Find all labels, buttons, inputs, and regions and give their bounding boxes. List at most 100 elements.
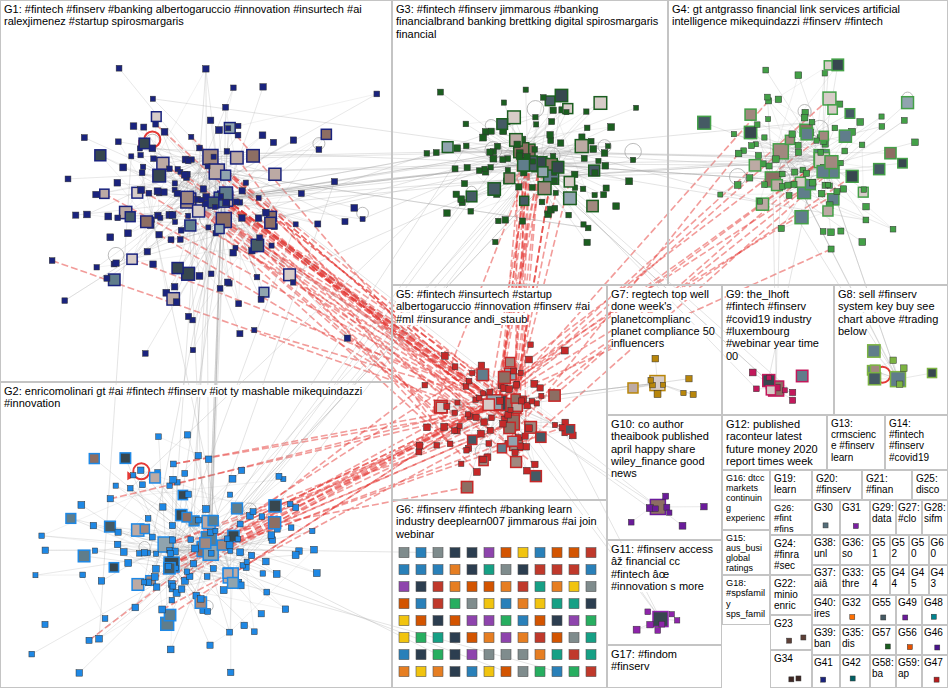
group-label: G27: #clo [898, 502, 920, 524]
vertex [181, 172, 188, 179]
vertex [513, 382, 519, 388]
vertex [601, 192, 607, 198]
vertex [698, 116, 711, 129]
vertex [520, 196, 529, 205]
inter-edge [211, 200, 222, 553]
vertex [587, 200, 598, 211]
vertex [228, 578, 239, 589]
vertex [545, 96, 555, 106]
vertex [626, 178, 633, 185]
vertex [145, 516, 151, 522]
intra-edge [230, 94, 377, 128]
vertex [780, 171, 786, 177]
vertex [416, 650, 426, 660]
vertex [252, 328, 257, 333]
vertex [652, 355, 659, 362]
vertex [934, 677, 939, 682]
vertex [139, 482, 145, 488]
vertex [138, 187, 145, 194]
inter-edge [211, 199, 226, 553]
vertex [151, 156, 157, 162]
group-label: G10: co author theaibook published april… [611, 418, 709, 479]
group-label: G30 [814, 502, 833, 513]
vertex [592, 170, 598, 176]
vertex [450, 548, 460, 558]
inter-edge [201, 164, 540, 602]
vertex [484, 650, 494, 660]
vertex [433, 548, 443, 558]
group-label: G46 [924, 627, 943, 638]
vertex [416, 449, 422, 455]
inter-edge [118, 177, 551, 218]
vertex [497, 444, 506, 453]
vertex [441, 352, 448, 359]
vertex [500, 157, 506, 163]
vertex [231, 85, 236, 90]
vertex [534, 122, 539, 127]
intra-edge [781, 160, 822, 228]
vertex [535, 565, 545, 575]
intra-edge [757, 125, 862, 145]
vertex [552, 650, 562, 660]
vertex [450, 667, 460, 677]
vertex [541, 95, 547, 101]
vertex [523, 87, 528, 92]
vertex [205, 609, 211, 615]
vertex [169, 597, 175, 603]
vertex [170, 537, 176, 543]
inter-edge [530, 164, 776, 389]
group-panel: G41 [812, 655, 840, 688]
vertex [561, 347, 568, 354]
vertex [217, 540, 227, 550]
vertex [537, 385, 543, 391]
inter-edge [237, 203, 462, 509]
vertex [424, 151, 430, 157]
vertex [818, 190, 825, 197]
group-panel: G29: data [870, 500, 896, 535]
vertex [646, 505, 653, 512]
group-panel: G43 [929, 565, 949, 595]
group-panel: G55 [870, 595, 896, 625]
vertex [468, 435, 477, 444]
vertex [232, 503, 243, 514]
vertex [535, 582, 545, 592]
group-label: G39: ban [814, 627, 836, 649]
vertex [89, 454, 99, 464]
vertex [501, 100, 506, 105]
vertex [450, 565, 460, 575]
vertex [452, 428, 458, 434]
vertex [749, 369, 756, 376]
vertex [845, 109, 855, 119]
vertex [581, 155, 587, 161]
vertex [484, 667, 494, 677]
vertex [262, 209, 269, 216]
vertex [237, 521, 243, 527]
vertex [454, 145, 461, 152]
vertex [907, 645, 912, 650]
vertex [450, 599, 460, 609]
vertex [243, 180, 248, 185]
vertex [467, 616, 477, 626]
vertex [528, 342, 534, 348]
intra-edge [162, 553, 210, 610]
vertex [602, 162, 609, 169]
inter-edge [773, 179, 898, 379]
group-panel: G23 [770, 615, 812, 650]
vertex [173, 299, 180, 306]
group-label: G54 [872, 567, 885, 589]
vertex [178, 586, 184, 592]
vertex [786, 192, 792, 198]
inter-edge [225, 164, 530, 199]
inter-edge [99, 156, 131, 638]
vertex [518, 159, 530, 171]
vertex [92, 548, 97, 553]
vertex [49, 258, 55, 264]
vertex [164, 609, 175, 620]
vertex [489, 415, 495, 421]
group-panel: G56 [896, 625, 922, 655]
inter-edge [211, 141, 514, 552]
vertex [772, 156, 779, 163]
vertex [416, 616, 426, 626]
vertex [141, 216, 153, 228]
vertex [745, 109, 756, 120]
